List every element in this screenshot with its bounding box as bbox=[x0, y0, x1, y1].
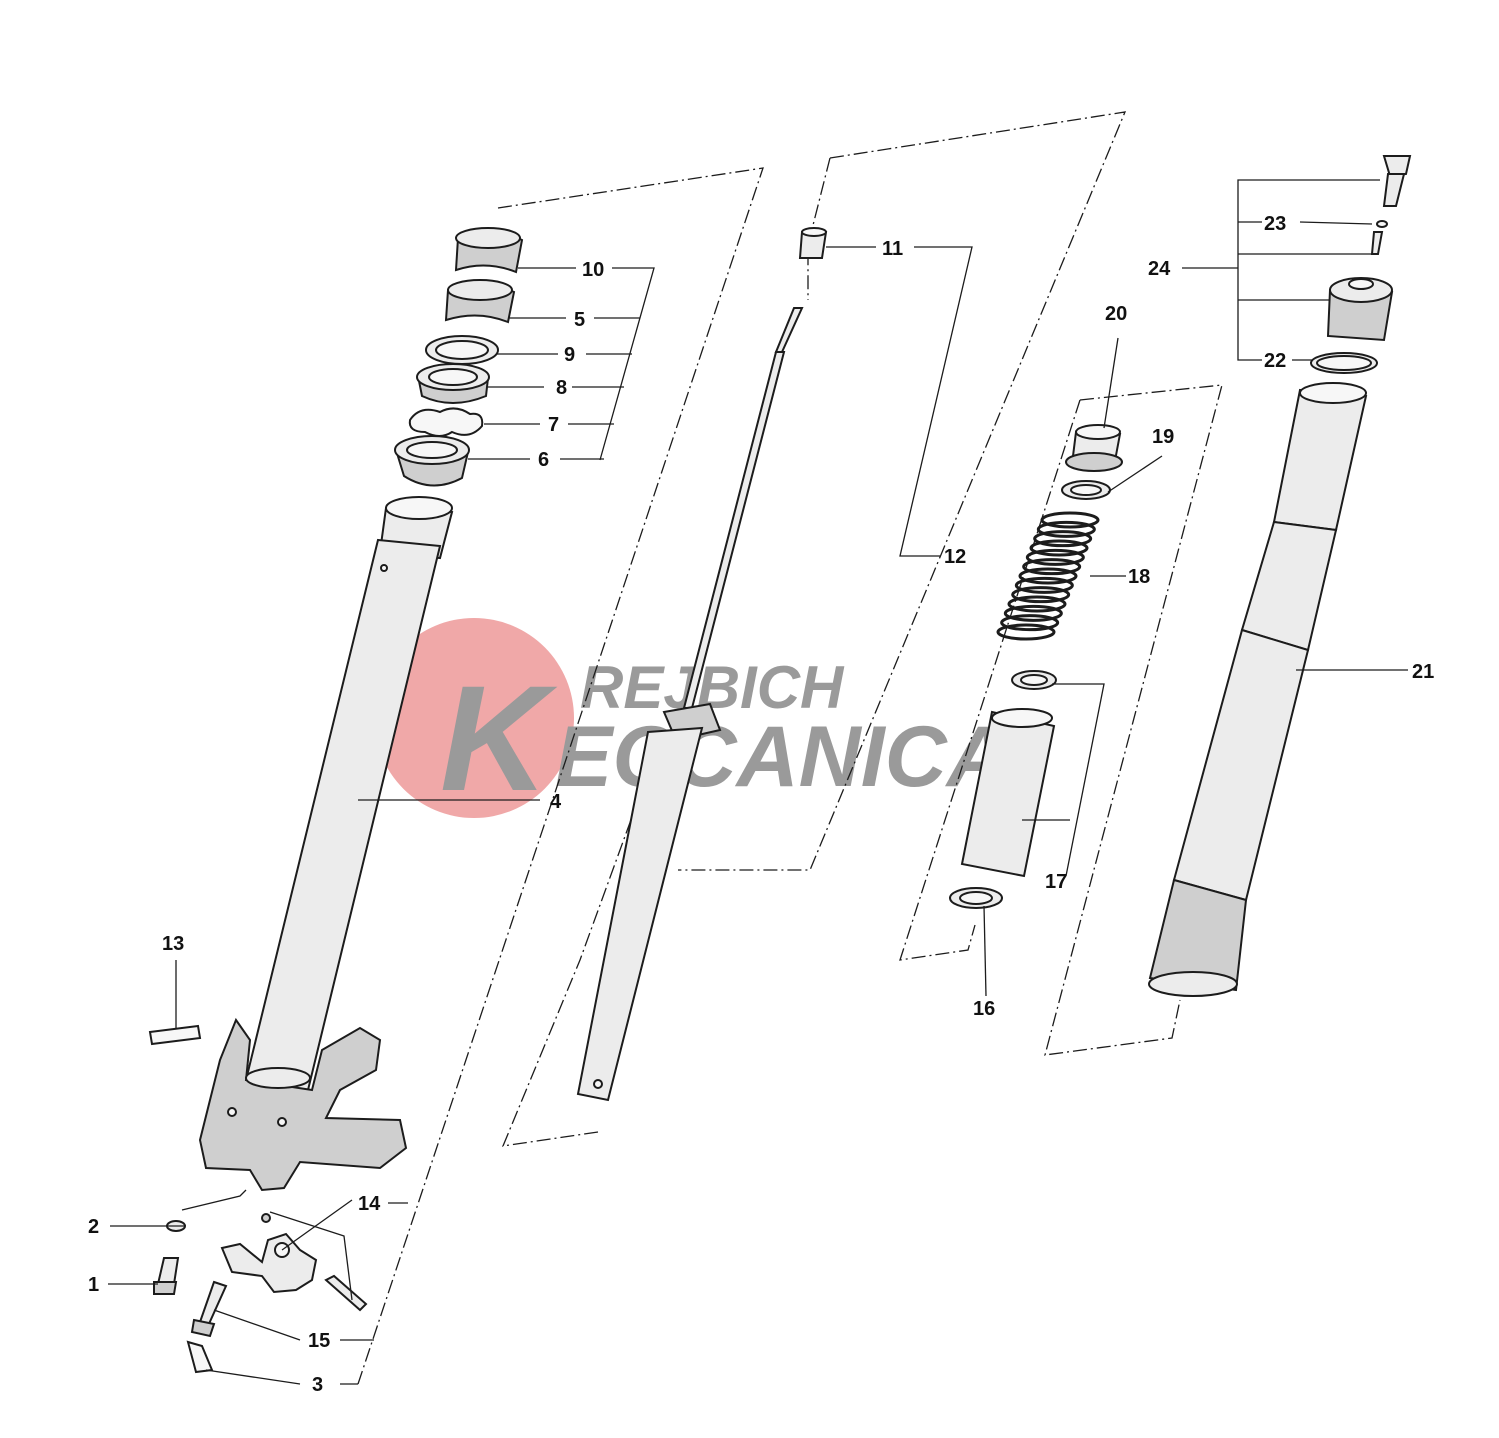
spring-coil bbox=[1040, 511, 1100, 529]
part-9-washer bbox=[425, 335, 499, 365]
callout-4: 4 bbox=[550, 791, 562, 813]
spring-coil bbox=[1022, 558, 1082, 576]
callout-3: 3 bbox=[312, 1374, 323, 1396]
spring-coil bbox=[1003, 604, 1063, 622]
part-14-clamp bbox=[220, 1213, 368, 1312]
group-outline-spring bbox=[1044, 384, 1223, 1056]
callout-6: 6 bbox=[538, 449, 549, 471]
watermark-circle bbox=[374, 618, 574, 818]
watermark-line2: ECCANICA bbox=[555, 709, 1009, 805]
part-21-inner-tube bbox=[1148, 382, 1368, 997]
part-18-spring bbox=[996, 511, 1100, 641]
part-6-dust-seal bbox=[394, 435, 470, 487]
callout-5: 5 bbox=[574, 309, 585, 331]
callout-17: 17 bbox=[1045, 871, 1067, 893]
callout-9: 9 bbox=[564, 344, 575, 366]
watermark-letter: K bbox=[440, 654, 558, 822]
part-12-cartridge bbox=[576, 307, 804, 1102]
callout-21: 21 bbox=[1412, 661, 1434, 683]
callout-15: 15 bbox=[308, 1330, 330, 1352]
group-outline-center-lower bbox=[807, 157, 831, 300]
part-3-plate bbox=[186, 1340, 214, 1374]
callout-7: 7 bbox=[548, 414, 559, 436]
part-23-cap-bolt bbox=[1370, 155, 1412, 255]
spring-coil bbox=[1033, 530, 1093, 548]
callout-8: 8 bbox=[556, 377, 567, 399]
spring-coil bbox=[1036, 520, 1096, 538]
group-outline-center-bottom bbox=[501, 794, 641, 1147]
callout-11: 11 bbox=[882, 238, 903, 260]
part-13-sticker bbox=[148, 1024, 202, 1046]
callout-14: 14 bbox=[358, 1193, 381, 1215]
part-17-tube bbox=[960, 670, 1057, 878]
spring-coil bbox=[1000, 614, 1060, 632]
callout-1: 1 bbox=[88, 1274, 99, 1296]
callout-12: 12 bbox=[944, 546, 966, 568]
part-8-seal bbox=[416, 363, 490, 404]
callout-19: 19 bbox=[1152, 426, 1174, 448]
spring-coil bbox=[1014, 576, 1074, 594]
part-24-top-cap bbox=[1326, 277, 1394, 342]
leader-lines bbox=[108, 179, 1408, 1385]
part-1-bolt bbox=[153, 1257, 180, 1295]
group-outline-center bbox=[678, 111, 1127, 871]
spring-coil bbox=[996, 623, 1056, 641]
callout-22: 22 bbox=[1264, 350, 1286, 372]
spring-coil bbox=[1011, 586, 1071, 604]
part-11-nut bbox=[798, 227, 828, 259]
part-10-bushing bbox=[454, 227, 524, 274]
part-19-washer bbox=[1061, 480, 1111, 500]
group-outline-spring-left bbox=[899, 399, 1081, 961]
callout-23: 23 bbox=[1264, 213, 1286, 235]
spring-coil bbox=[1007, 595, 1067, 613]
part-7-clip bbox=[408, 407, 484, 437]
watermark-logo: K REJBICH ECCANICA bbox=[374, 618, 1009, 822]
part-16-seal bbox=[949, 887, 1003, 909]
callout-20: 20 bbox=[1105, 303, 1127, 325]
part-20-spacer bbox=[1065, 424, 1123, 472]
part-22-o-ring bbox=[1310, 352, 1378, 374]
callout-13: 13 bbox=[162, 933, 184, 955]
spring-coil bbox=[1025, 548, 1085, 566]
group-outline-left bbox=[357, 167, 764, 1385]
spring-coil bbox=[1018, 567, 1078, 585]
spring-coil bbox=[1029, 539, 1089, 557]
part-5-bushing bbox=[444, 279, 516, 324]
callout-2: 2 bbox=[88, 1216, 99, 1238]
callout-18: 18 bbox=[1128, 566, 1150, 588]
part-4-outer-tube bbox=[198, 496, 454, 1192]
part-15-screw bbox=[190, 1280, 228, 1338]
callout-24: 24 bbox=[1148, 258, 1171, 280]
callout-16: 16 bbox=[973, 998, 995, 1020]
callout-10: 10 bbox=[582, 259, 604, 281]
